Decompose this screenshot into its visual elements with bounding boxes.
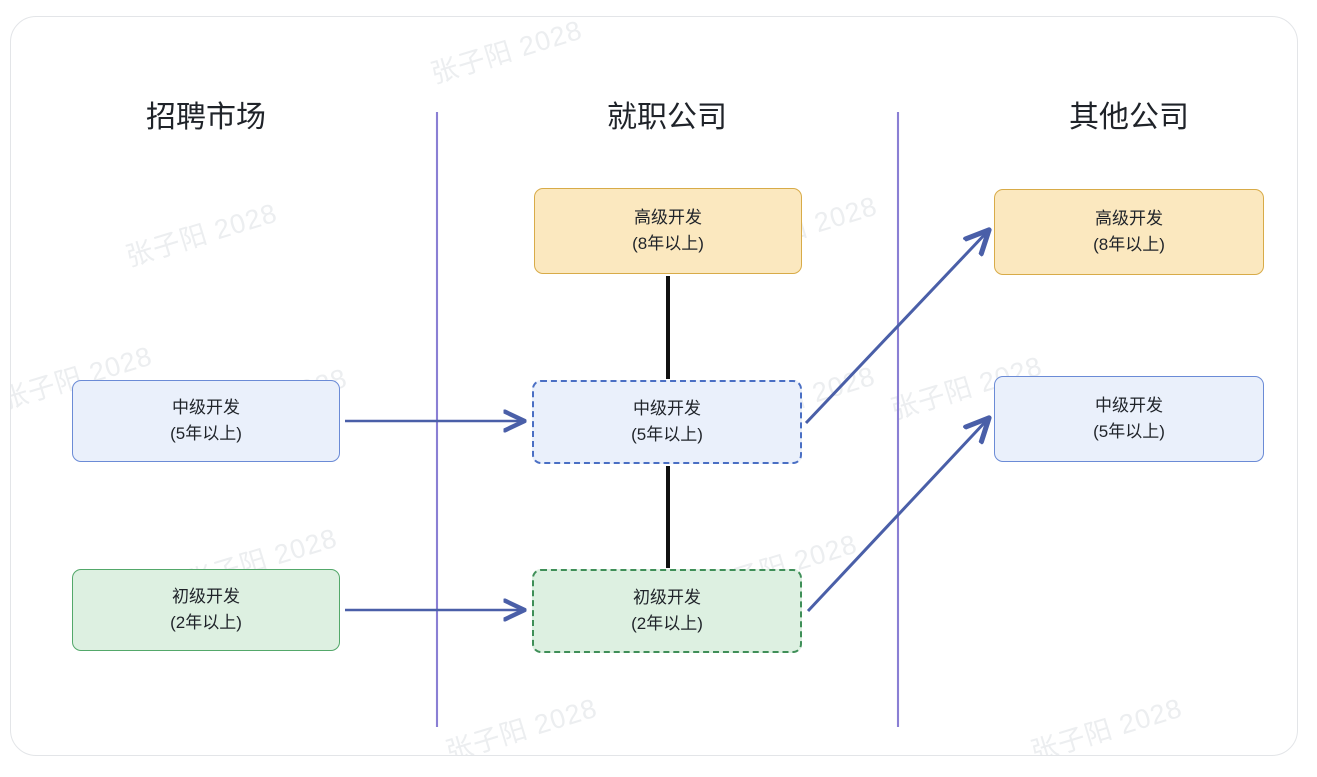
node-label-line2: (5年以上) [1093, 422, 1165, 441]
watermark-text: 张子阳 2028 [442, 692, 601, 756]
node-market-mid-level[interactable]: 中级开发 (5年以上) [72, 380, 340, 462]
column-title-recruiting-market: 招聘市场 [146, 101, 266, 134]
node-label-line1: 中级开发 [633, 398, 701, 418]
node-label-line1: 初级开发 [633, 587, 701, 607]
node-market-junior-level[interactable]: 初级开发 (2年以上) [72, 569, 340, 651]
node-label-line2: (5年以上) [631, 425, 703, 444]
node-label-line2: (2年以上) [631, 614, 703, 633]
watermark-text: 张子阳 2028 [1027, 692, 1186, 756]
arrow-current-junior-to-other-mid [806, 420, 987, 613]
node-other-mid-level[interactable]: 中级开发 (5年以上) [994, 376, 1264, 462]
node-label-line1: 高级开发 [634, 207, 702, 227]
node-label-line1: 高级开发 [1095, 208, 1163, 228]
column-title-other-company: 其他公司 [1069, 101, 1189, 134]
watermark-text: 张子阳 2028 [122, 197, 281, 273]
node-label-line1: 中级开发 [172, 397, 240, 417]
node-label-line2: (2年以上) [170, 613, 242, 632]
node-current-mid-level[interactable]: 中级开发 (5年以上) [532, 380, 802, 464]
column-title-current-company: 就职公司 [607, 101, 727, 134]
node-label-line2: (8年以上) [1093, 235, 1165, 254]
node-label-line1: 中级开发 [1095, 395, 1163, 415]
node-label-line2: (5年以上) [170, 424, 242, 443]
arrow-current-mid-to-other-senior [804, 232, 987, 425]
node-other-senior-level[interactable]: 高级开发 (8年以上) [994, 189, 1264, 275]
node-label-line2: (8年以上) [632, 234, 704, 253]
node-current-junior-level[interactable]: 初级开发 (2年以上) [532, 569, 802, 653]
node-current-senior-level[interactable]: 高级开发 (8年以上) [534, 188, 802, 274]
node-label-line1: 初级开发 [172, 586, 240, 606]
watermark-text: 张子阳 2028 [427, 16, 586, 90]
